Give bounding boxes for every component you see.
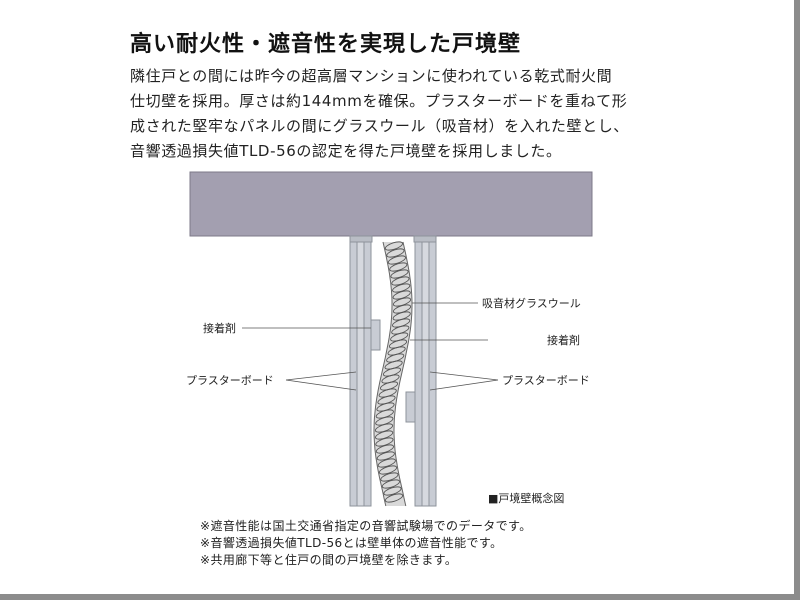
page-title: 高い耐火性・遮音性を実現した戸境壁 (130, 32, 522, 57)
glass-wool-body (374, 242, 412, 506)
glass-wool-coil-loop (375, 437, 394, 447)
glass-wool-coil-loop (381, 479, 400, 489)
glass-wool-coil-loop (380, 472, 399, 482)
footnote: ※遮音性能は国土交通省指定の音響試験場でのデータです。 (200, 519, 532, 533)
ceiling-slab (189, 171, 593, 237)
glass-wool-coil-loop (387, 255, 406, 265)
description-line: 隣住戸との間には昨今の超高層マンションに使われている乾式耐火間 (130, 67, 613, 85)
left-plasterboard-panel (349, 241, 372, 507)
leader-lines (242, 302, 499, 391)
description-text: 隣住戸との間には昨今の超高層マンションに使われている乾式耐火間 仕切壁を採用。厚… (130, 64, 670, 164)
glass-wool-coil-loop (391, 276, 410, 286)
glass-wool-coil-loop (386, 248, 405, 258)
glass-wool-coil-loop (375, 444, 394, 454)
description-line: 音響透過損失値TLD-56の認定を得た戸境壁を採用しました。 (130, 142, 562, 160)
glass-wool-coil-loop (383, 486, 402, 496)
label-plasterboard-right: プラスターボード (502, 374, 590, 387)
glass-wool-coil-loop (377, 458, 396, 468)
glass-wool-insulation (373, 241, 413, 507)
adhesive-left (370, 319, 381, 351)
adhesive-right (405, 391, 416, 423)
glass-wool-coil-loop (390, 269, 409, 279)
footnote: ※音響透過損失値TLD-56とは壁単体の遮音性能です。 (200, 536, 503, 550)
top-track-left (349, 235, 373, 243)
glass-wool-edge-right (393, 241, 413, 507)
description-line: 仕切壁を採用。厚さは約144mmを確保。プラスターボードを重ねて形 (130, 92, 628, 110)
label-glass-wool: 吸音材グラスウール (482, 296, 581, 310)
glass-wool-coil-loop (384, 241, 403, 251)
glass-wool-coil-loop (392, 283, 411, 293)
glass-wool-coil-loop (384, 493, 404, 503)
footnotes: ※遮音性能は国土交通省指定の音響試験場でのデータです。 ※音響透過損失値TLD-… (200, 518, 532, 569)
label-adhesive-left: 接着剤 (203, 321, 236, 335)
description-line: 成された堅牢なパネルの間にグラスウール（吸音材）を入れた壁とし、 (130, 117, 629, 135)
label-adhesive-right: 接着剤 (547, 333, 580, 347)
glass-wool-edge-left (373, 241, 393, 507)
glass-wool-coil-loop (378, 465, 398, 475)
top-track-right (413, 235, 437, 243)
diagram-caption: ■戸境壁概念図 (488, 491, 564, 505)
label-plasterboard-left: プラスターボード (186, 374, 274, 387)
glass-wool-coil-loop (389, 262, 408, 272)
right-plasterboard-panel (414, 241, 437, 507)
glass-wool-coil-loop (376, 451, 395, 461)
footnote: ※共用廊下等と住戸の間の戸境壁を除きます。 (200, 553, 458, 567)
